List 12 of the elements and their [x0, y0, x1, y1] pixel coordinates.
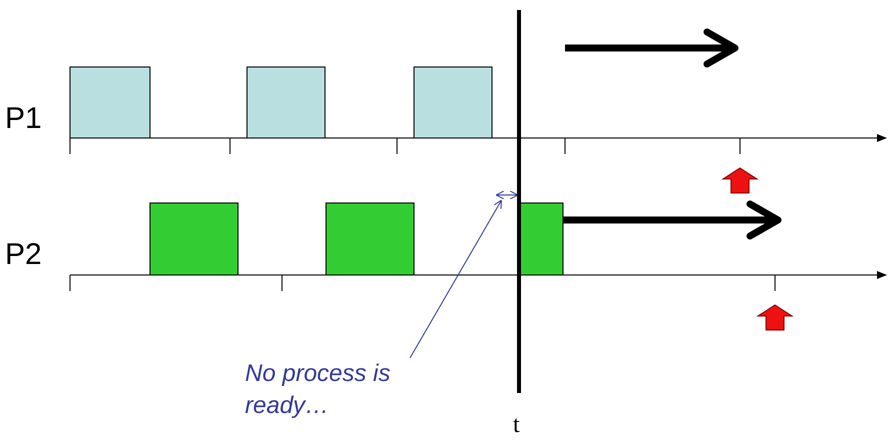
time-label: t [513, 412, 520, 439]
row-label: P2 [5, 238, 42, 272]
gap-marker [496, 190, 518, 200]
run-bar [150, 202, 238, 276]
leader-line [410, 200, 502, 358]
run-bar [246, 66, 326, 138]
run-bar [70, 66, 150, 138]
row-label: P1 [5, 102, 42, 136]
callout-text: No process is ready… [245, 358, 435, 422]
run-bar [414, 66, 492, 138]
run-bar [520, 202, 564, 276]
run-bar [326, 202, 414, 276]
